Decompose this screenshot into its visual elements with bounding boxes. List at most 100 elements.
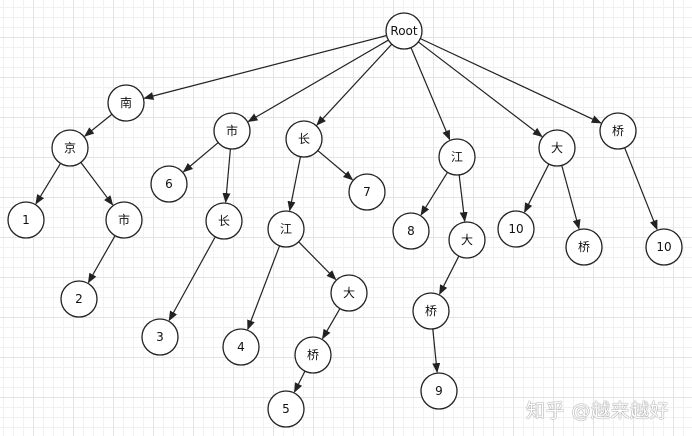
node-circle bbox=[565, 228, 603, 266]
edge-arrow bbox=[87, 235, 116, 284]
edge-arrow bbox=[316, 43, 393, 126]
tree-node: 桥 bbox=[412, 292, 450, 330]
tree-node: 大 bbox=[448, 221, 486, 259]
node-circle bbox=[60, 280, 98, 318]
node-label: 7 bbox=[363, 185, 371, 199]
edge-arrow bbox=[432, 328, 441, 374]
node-label: 江 bbox=[280, 222, 292, 236]
node-label: 长 bbox=[218, 214, 230, 228]
edge-arrow bbox=[298, 241, 337, 281]
edge-arrow bbox=[287, 156, 302, 212]
node-circle bbox=[7, 201, 45, 239]
tree-node: 市 bbox=[213, 112, 251, 150]
tree-node: 7 bbox=[348, 173, 386, 211]
edge-arrow bbox=[322, 308, 341, 340]
tree-node: 京 bbox=[51, 129, 89, 167]
tree-node: 3 bbox=[141, 318, 179, 356]
tree-node: 大 bbox=[538, 129, 576, 167]
tree-node: 5 bbox=[267, 390, 305, 428]
node-label: 1 bbox=[22, 213, 30, 227]
edge-arrow bbox=[524, 163, 550, 213]
node-label: 3 bbox=[156, 330, 164, 344]
node-circle bbox=[294, 336, 332, 374]
node-label: 大 bbox=[461, 233, 473, 247]
tree-node: 6 bbox=[150, 165, 188, 203]
node-circle bbox=[141, 318, 179, 356]
tree-node: 桥 bbox=[599, 112, 637, 150]
node-label: 桥 bbox=[612, 124, 624, 138]
node-circle bbox=[392, 212, 430, 250]
tree-node: 10 bbox=[497, 210, 535, 248]
tree-node: 桥 bbox=[294, 336, 332, 374]
tree-node: Root bbox=[385, 12, 423, 50]
node-circle bbox=[420, 372, 458, 410]
edge-arrow bbox=[247, 245, 281, 331]
node-circle bbox=[538, 129, 576, 167]
node-label: 大 bbox=[551, 141, 563, 155]
node-label: 10 bbox=[508, 222, 523, 236]
node-circle bbox=[385, 12, 423, 50]
watermark: 知乎 @越来越好 bbox=[526, 400, 670, 422]
node-label: 大 bbox=[343, 286, 355, 300]
edge-arrow bbox=[420, 38, 602, 124]
node-label: 10 bbox=[656, 240, 671, 254]
node-circle bbox=[438, 138, 476, 176]
tree-node: 长 bbox=[285, 120, 323, 158]
edge-arrow bbox=[35, 163, 62, 205]
node-circle bbox=[105, 201, 143, 239]
edge-arrow bbox=[168, 236, 216, 322]
node-label: 6 bbox=[165, 177, 173, 191]
node-circle bbox=[267, 390, 305, 428]
tree-node: 江 bbox=[267, 210, 305, 248]
node-label: 2 bbox=[75, 292, 83, 306]
tree-node: 8 bbox=[392, 212, 430, 250]
node-circle bbox=[448, 221, 486, 259]
node-label: 4 bbox=[237, 340, 245, 354]
node-label: 长 bbox=[298, 132, 310, 146]
edge-arrow bbox=[624, 147, 658, 231]
node-label: 桥 bbox=[307, 348, 319, 362]
node-label: 桥 bbox=[578, 240, 590, 254]
tree-node: 10 bbox=[645, 228, 683, 266]
edge-arrow bbox=[143, 34, 387, 100]
node-label: 市 bbox=[118, 212, 130, 227]
node-circle bbox=[107, 84, 145, 122]
edge-arrow bbox=[439, 255, 460, 295]
edge-arrow bbox=[222, 148, 232, 204]
node-label: 8 bbox=[407, 224, 415, 238]
edge-arrow bbox=[417, 41, 543, 138]
node-label: 江 bbox=[451, 150, 463, 164]
node-label: 京 bbox=[64, 141, 76, 155]
tree-node: 2 bbox=[60, 280, 98, 318]
node-label: Root bbox=[390, 24, 417, 38]
node-circle bbox=[285, 120, 323, 158]
node-circle bbox=[330, 274, 368, 312]
node-label: 5 bbox=[282, 402, 290, 416]
edge-arrow bbox=[84, 113, 113, 137]
edge-arrow bbox=[182, 142, 219, 173]
node-circle bbox=[51, 129, 89, 167]
node-circle bbox=[205, 202, 243, 240]
edge-arrow bbox=[410, 47, 451, 141]
tree-node: 4 bbox=[222, 328, 260, 366]
tree-node: 大 bbox=[330, 274, 368, 312]
node-label: 南 bbox=[120, 95, 132, 110]
node-circle bbox=[599, 112, 637, 150]
edge-arrow bbox=[293, 370, 306, 393]
tree-node: 南 bbox=[107, 84, 145, 122]
edge-arrow bbox=[458, 174, 468, 223]
tree-node: 长 bbox=[205, 202, 243, 240]
node-circle bbox=[348, 173, 386, 211]
tree-node: 桥 bbox=[565, 228, 603, 266]
node-label: 9 bbox=[435, 384, 443, 398]
tree-node: 9 bbox=[420, 372, 458, 410]
tree-node: 1 bbox=[7, 201, 45, 239]
tree-node: 市 bbox=[105, 201, 143, 239]
node-circle bbox=[213, 112, 251, 150]
node-circle bbox=[267, 210, 305, 248]
node-circle bbox=[497, 210, 535, 248]
node-label: 桥 bbox=[425, 304, 437, 318]
edge-arrow bbox=[561, 165, 581, 230]
